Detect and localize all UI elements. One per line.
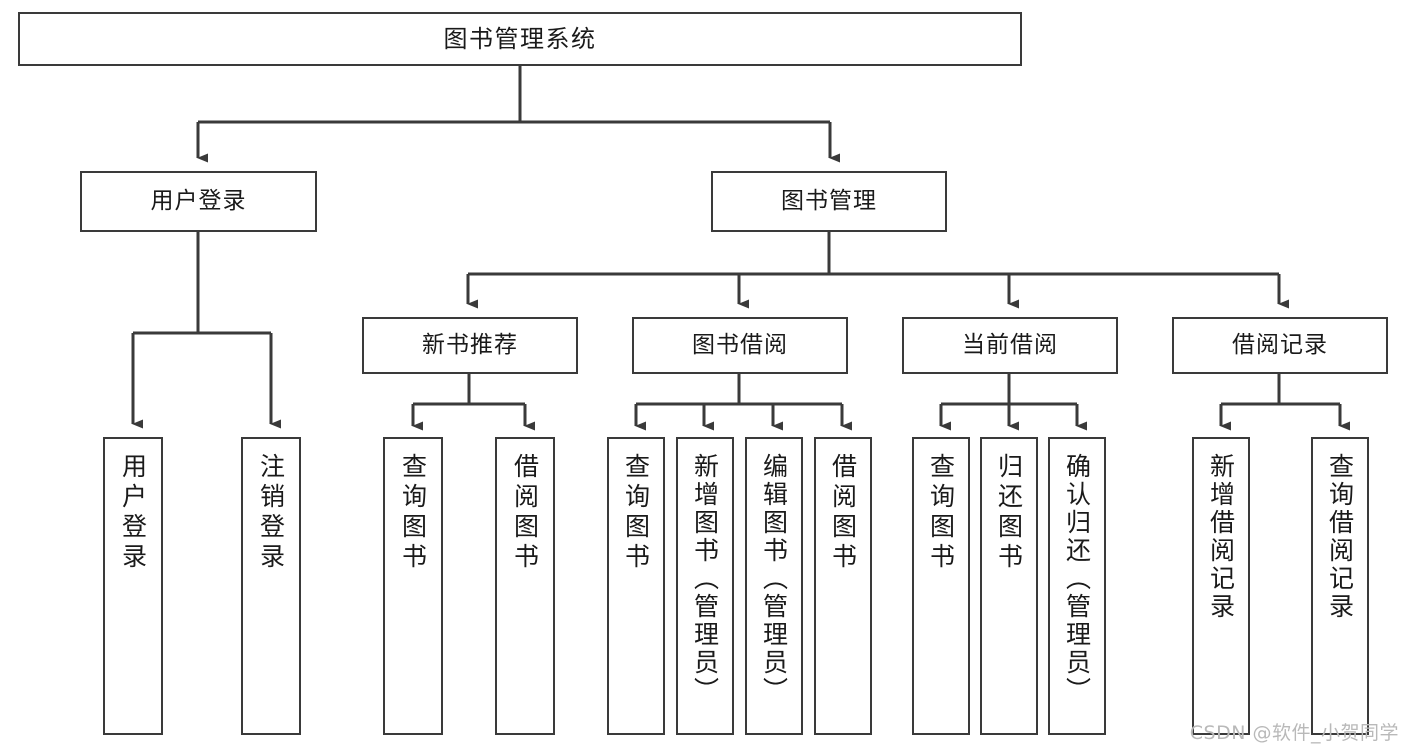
leaf-record-add-borrow-record[interactable]: 新增借阅记录 [1192, 437, 1250, 735]
node-root-book-management-system[interactable]: 图书管理系统 [18, 12, 1022, 66]
csdn-watermark: CSDN @软件_小贺同学 [1189, 722, 1399, 744]
leaf-recommend-borrow-book[interactable]: 借阅图书 [495, 437, 555, 735]
node-label: 查询图书 [926, 453, 956, 573]
leaf-current-confirm-return-admin[interactable]: 确认归还（管理员） [1048, 437, 1106, 735]
node-label: 查询图书 [398, 453, 428, 573]
node-borrowing-records[interactable]: 借阅记录 [1172, 317, 1388, 374]
node-label: 用户登录 [150, 187, 247, 214]
leaf-recommend-query-book[interactable]: 查询图书 [383, 437, 443, 735]
node-label: 借阅图书 [828, 453, 858, 573]
node-label: 图书管理系统 [443, 24, 597, 53]
node-label: 编辑图书（管理员） [759, 453, 789, 705]
node-label: 确认归还（管理员） [1062, 453, 1092, 705]
node-user-login[interactable]: 用户登录 [80, 171, 317, 232]
node-label: 图书借阅 [692, 331, 788, 358]
node-label: 当前借阅 [962, 331, 1058, 358]
node-label: 查询借阅记录 [1325, 453, 1355, 621]
node-book-management[interactable]: 图书管理 [711, 171, 947, 232]
node-label: 查询图书 [621, 453, 651, 573]
leaf-current-return-book[interactable]: 归还图书 [980, 437, 1038, 735]
node-current-borrowing[interactable]: 当前借阅 [902, 317, 1118, 374]
leaf-user-login-signout[interactable]: 注销登录 [241, 437, 301, 735]
leaf-borrow-query-book[interactable]: 查询图书 [607, 437, 665, 735]
node-label: 用户登录 [118, 453, 148, 573]
node-label: 归还图书 [994, 453, 1024, 573]
node-label: 新书推荐 [422, 331, 518, 358]
leaf-borrow-borrow-book[interactable]: 借阅图书 [814, 437, 872, 735]
node-label: 借阅图书 [510, 453, 540, 573]
leaf-user-login-signin[interactable]: 用户登录 [103, 437, 163, 735]
node-book-borrowing[interactable]: 图书借阅 [632, 317, 848, 374]
node-label: 借阅记录 [1232, 331, 1328, 358]
node-label: 新增借阅记录 [1206, 453, 1236, 621]
leaf-borrow-add-book-admin[interactable]: 新增图书（管理员） [676, 437, 734, 735]
node-label: 注销登录 [256, 453, 286, 573]
leaf-record-query-borrow-record[interactable]: 查询借阅记录 [1311, 437, 1369, 735]
leaf-current-query-book[interactable]: 查询图书 [912, 437, 970, 735]
node-new-book-recommendation[interactable]: 新书推荐 [362, 317, 578, 374]
leaf-borrow-edit-book-admin[interactable]: 编辑图书（管理员） [745, 437, 803, 735]
node-label: 新增图书（管理员） [690, 453, 720, 705]
node-label: 图书管理 [781, 187, 877, 214]
